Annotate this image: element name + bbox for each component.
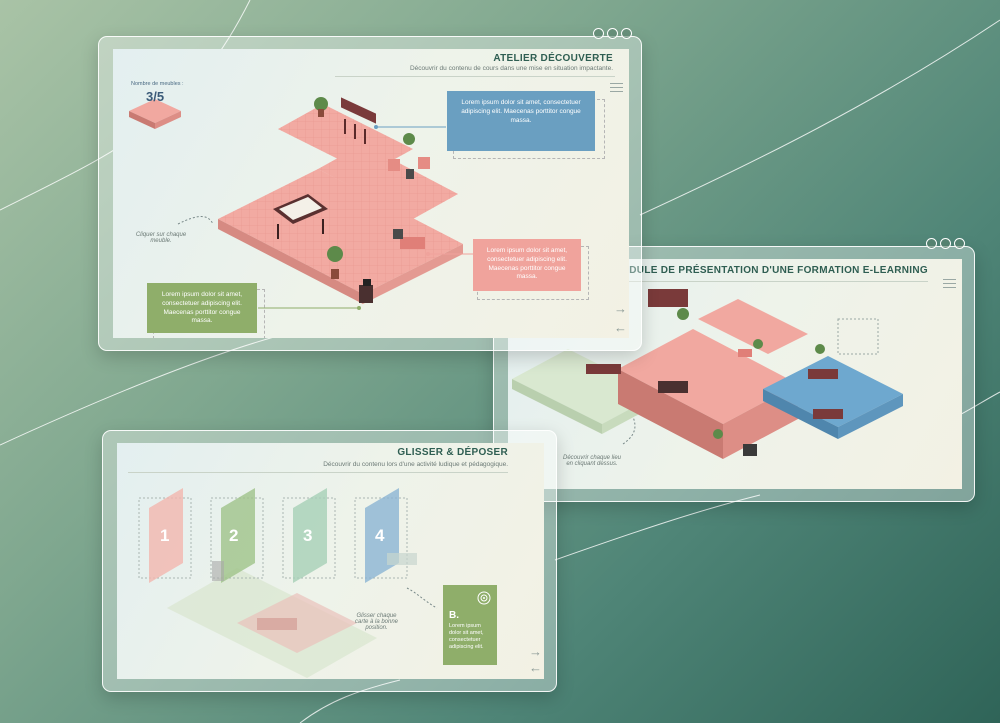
menu-icon[interactable] (610, 83, 623, 93)
prev-arrow[interactable]: ← (529, 660, 542, 675)
furniture-counter-label: Nombre de meubles : (131, 81, 184, 87)
module-hint: Découvrir chaque lieu en cliquant dessus… (562, 455, 622, 467)
drag-drop-illustration (138, 488, 438, 678)
window-controls (593, 28, 632, 39)
page-subtitle: Découvrir du contenu lors d'une activité… (323, 461, 508, 468)
atelier-screen: ATELIER DÉCOUVERTE Découvrir du contenu … (113, 49, 629, 338)
atelier-hint: Cliquer sur chaque meuble. (135, 232, 187, 244)
drop-zone-number[interactable]: 4 (375, 526, 385, 545)
window-dot[interactable] (926, 238, 937, 249)
drop-zone-number[interactable]: 2 (229, 526, 239, 545)
info-card-pink[interactable]: Lorem ipsum dolor sit amet, consectetuer… (473, 239, 581, 291)
window-controls (926, 238, 965, 249)
counter-tile (129, 99, 181, 129)
target-icon (477, 591, 491, 605)
page-title: MODULE DE PRÉSENTATION D'UNE FORMATION E… (612, 265, 928, 276)
window-glisser[interactable]: GLISSER & DÉPOSER Découvrir du contenu l… (102, 430, 557, 692)
isometric-room-illustration (177, 97, 473, 310)
card-text: Lorem ipsum dolor sit amet, consectetuer… (449, 623, 484, 651)
glisser-screen: GLISSER & DÉPOSER Découvrir du contenu l… (117, 443, 544, 679)
window-dot[interactable] (607, 28, 618, 39)
next-arrow[interactable]: → (614, 301, 627, 316)
window-dot[interactable] (954, 238, 965, 249)
next-arrow[interactable]: → (529, 644, 542, 659)
window-dot[interactable] (621, 28, 632, 39)
info-card-blue[interactable]: Lorem ipsum dolor sit amet, consectetuer… (447, 91, 595, 151)
page-title: GLISSER & DÉPOSER (397, 447, 508, 458)
window-dot[interactable] (940, 238, 951, 249)
page-title: ATELIER DÉCOUVERTE (493, 53, 613, 64)
isometric-campus-illustration (512, 289, 903, 459)
drop-zone-number[interactable]: 3 (303, 526, 313, 545)
menu-icon[interactable] (943, 279, 956, 289)
drop-zone-number[interactable]: 1 (160, 526, 170, 545)
draggable-card[interactable]: B. Lorem ipsum dolor sit amet, consectet… (443, 585, 497, 665)
furniture-counter-value: 3/5 (146, 89, 165, 104)
window-dot[interactable] (593, 28, 604, 39)
info-card-green[interactable]: Lorem ipsum dolor sit amet, consectetuer… (147, 283, 257, 333)
glisser-hint: Glisser chaque carte à la bonne position… (354, 613, 399, 631)
card-letter: B. (449, 610, 459, 621)
prev-arrow[interactable]: ← (614, 320, 627, 335)
window-atelier[interactable]: ATELIER DÉCOUVERTE Découvrir du contenu … (98, 28, 642, 351)
page-subtitle: Découvrir du contenu de cours dans une m… (409, 65, 613, 72)
